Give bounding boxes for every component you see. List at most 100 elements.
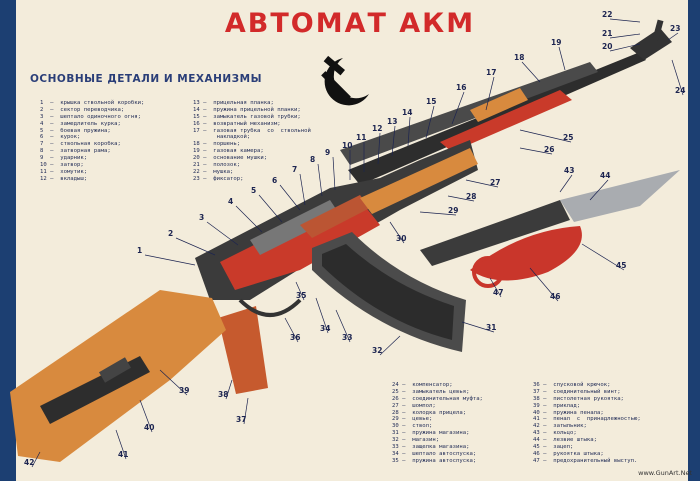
legend-item: 46 — рукоятка штыка; xyxy=(533,450,604,457)
callout-3: 3 xyxy=(199,213,204,222)
callout-39: 39 xyxy=(179,386,189,395)
legend-column-1: 1 — крышка ствольной коробки;2 — сектор … xyxy=(40,100,144,183)
stock xyxy=(10,290,226,462)
legend-item: 8 — затворная рама; xyxy=(40,148,111,155)
legend-item: 27 — шомпол; xyxy=(392,402,436,409)
legend-item: 1 — крышка ствольной коробки; xyxy=(40,100,145,106)
callout-6: 6 xyxy=(272,176,277,185)
callout-46: 46 xyxy=(550,292,560,301)
legend-item: 25 — замыкатель цевья; xyxy=(392,388,470,395)
legend-item: 38 — пистолетная рукоятка; xyxy=(533,395,624,402)
callout-line-12 xyxy=(377,132,381,165)
legend-item: 44 — лезвие штыка; xyxy=(533,437,597,444)
legend-item: 19 — газовая камера; xyxy=(193,148,264,155)
callout-30: 30 xyxy=(396,234,406,243)
bayonet xyxy=(420,170,680,288)
callout-line-42 xyxy=(31,451,41,468)
callout-line-4 xyxy=(235,205,263,233)
callout-line-7 xyxy=(299,173,306,206)
callout-5: 5 xyxy=(251,186,256,195)
callout-13: 13 xyxy=(387,117,397,126)
callout-47: 47 xyxy=(493,288,503,297)
callout-37: 37 xyxy=(236,415,246,424)
legend-item: 33 — защелка магазина; xyxy=(392,444,470,451)
callout-4: 4 xyxy=(228,197,233,206)
legend-item: 30 — ствол; xyxy=(392,423,433,430)
callout-line-28 xyxy=(447,195,475,202)
legend-item: 15 — замыкатель газовой трубки; xyxy=(193,113,301,120)
callout-9: 9 xyxy=(325,148,330,157)
legend-item: 23 — фиксатор; xyxy=(193,175,244,182)
callout-line-16 xyxy=(451,91,465,125)
callout-line-39 xyxy=(159,369,188,396)
callout-line-34 xyxy=(315,297,329,334)
callout-10: 10 xyxy=(342,141,352,150)
callout-43: 43 xyxy=(564,166,574,175)
callout-11: 11 xyxy=(356,133,366,142)
callout-35: 35 xyxy=(296,291,306,300)
legend-item: 4 — замедлитель курка; xyxy=(40,120,121,127)
callout-24: 24 xyxy=(675,86,685,95)
trigger-guard xyxy=(238,298,302,317)
callout-line-13 xyxy=(391,125,396,157)
legend-item: 24 — компенсатор; xyxy=(392,382,453,388)
callout-44: 44 xyxy=(600,171,610,180)
callout-line-46 xyxy=(529,267,559,302)
legend-item: 37 — соединительный винт; xyxy=(533,388,621,395)
callout-line-19 xyxy=(558,46,566,71)
callout-17: 17 xyxy=(486,68,496,77)
callout-line-14 xyxy=(407,116,411,147)
callout-22: 22 xyxy=(602,10,612,19)
callout-27: 27 xyxy=(490,178,500,187)
legend-item: 14 — пружина прицельной планки; xyxy=(193,106,301,113)
callout-40: 40 xyxy=(144,423,154,432)
legend-item: 41 — пенал с принадлежностью; xyxy=(533,416,641,423)
callout-line-3 xyxy=(206,221,239,246)
callout-14: 14 xyxy=(402,108,412,117)
legend-item: 12 — вкладыш; xyxy=(40,175,88,182)
callout-line-40 xyxy=(139,399,153,433)
callout-line-5 xyxy=(258,194,283,223)
poster-title: АВТОМАТ АКМ xyxy=(224,8,476,39)
callout-line-37 xyxy=(243,397,249,425)
callout-line-8 xyxy=(317,163,323,197)
callout-line-31 xyxy=(461,321,495,333)
legend-item: 21 — полозок; xyxy=(193,162,241,169)
callout-line-43 xyxy=(559,174,573,193)
legend-item: 29 — цевье; xyxy=(392,416,433,423)
callout-line-9 xyxy=(332,156,336,191)
legend-item: 16 — возвратный механизм; xyxy=(193,120,281,127)
legend-column-2: 13 — прицельная планка;14 — пружина приц… xyxy=(193,100,311,183)
callout-12: 12 xyxy=(372,124,382,133)
callout-line-21 xyxy=(609,33,641,39)
callout-line-33 xyxy=(335,309,351,343)
callout-32: 32 xyxy=(372,346,382,355)
legend-item: 10 — затвор; xyxy=(40,162,84,169)
legend-item: 13 — прицельная планка; xyxy=(193,100,274,106)
legend-item: 6 — курок; xyxy=(40,134,81,141)
legend-item: 32 — магазин; xyxy=(392,437,440,444)
callout-19: 19 xyxy=(551,38,561,47)
callout-line-24 xyxy=(671,59,684,96)
legend-item: 17 — газовая трубка со ствольной xyxy=(193,127,311,134)
callout-line-22 xyxy=(609,18,641,23)
legend-item: 28 — колодка прицела; xyxy=(392,409,467,416)
callout-line-23 xyxy=(667,32,679,41)
legend-item: 36 — спусковой крючок; xyxy=(533,382,611,388)
callout-25: 25 xyxy=(563,133,573,142)
callout-31: 31 xyxy=(486,323,496,332)
poster-subtitle: ОСНОВНЫЕ ДЕТАЛИ И МЕХАНИЗМЫ xyxy=(30,73,262,85)
callout-line-41 xyxy=(115,429,127,460)
legend-item: 40 — пружина пенала; xyxy=(533,409,604,416)
legend-item: 20 — основание мушки; xyxy=(193,155,268,162)
legend-item: 9 — ударник; xyxy=(40,155,88,162)
legend-item: 11 — хомутик; xyxy=(40,168,88,175)
callout-7: 7 xyxy=(292,165,297,174)
legend-item: накладкой; xyxy=(193,134,251,141)
callout-45: 45 xyxy=(616,261,626,270)
watermark: www.GunArt.Net xyxy=(638,469,692,477)
callout-42: 42 xyxy=(24,458,34,467)
legend-item: 5 — боевая пружина; xyxy=(40,127,111,134)
